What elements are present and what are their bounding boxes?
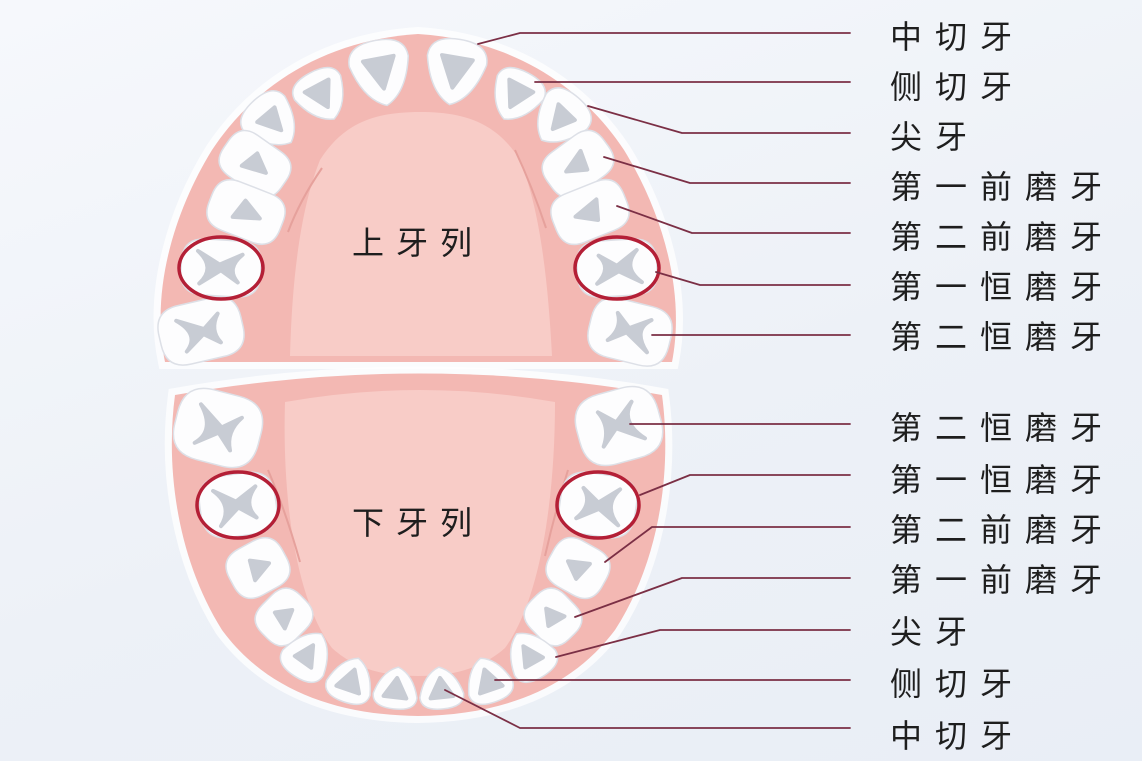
upper-second-premolar-left-tooth [206,178,286,246]
lower-label-lateral-incisor: 侧切牙 [890,665,1026,703]
leader-line-lower-first-molar [639,474,851,496]
upper-second-molar-right-tooth [587,297,673,367]
tooth-surface-detail [360,53,396,91]
lower-first-molar-right-tooth [558,471,638,539]
lower-second-premolar-left-tooth [225,536,291,600]
tooth-surface-detail [302,77,331,110]
lower-label-central-incisor: 中切牙 [890,717,1026,755]
gum-ridge-line [544,469,569,557]
lower-tongue-area [284,390,555,676]
lower-left-first-molar-ring [195,470,281,540]
lower-lateral-incisor-left-tooth [325,657,372,706]
tooth-surface-detail [595,399,647,449]
tooth-surface-detail [428,675,456,701]
tooth-surface-detail [564,148,590,174]
upper-canine-left-tooth [239,90,296,146]
lower-first-molar-left-tooth [198,471,278,539]
tooth-surface-detail [573,197,601,222]
tooth-surface-detail [334,667,362,696]
upper-left-first-molar-ring [177,235,265,301]
tooth-surface-detail [605,310,654,355]
leader-line-upper-first-molar [655,271,851,286]
lower-label-first-premolar: 第一前磨牙 [890,561,1116,599]
lower-central-incisor-left-tooth [372,666,418,710]
tooth-surface-detail [440,53,475,90]
lower-right-first-molar-ring [555,470,641,540]
leader-line-lower-canine [555,629,851,658]
lower-arch-label: 下牙列 [351,504,484,542]
upper-label-canine: 尖牙 [890,118,981,156]
lower-first-premolar-left-tooth [254,587,314,647]
lower-second-molar-left-tooth [172,387,264,469]
tooth-surface-detail [544,606,567,629]
lower-label-first-molar: 第一恒磨牙 [890,461,1116,499]
tooth-surface-detail [574,485,623,528]
gum-ridge-line [267,469,301,563]
upper-first-molar-right-tooth [576,238,658,298]
upper-label-central-incisor: 中切牙 [890,18,1026,56]
tooth-surface-detail [292,643,316,670]
tooth-surface-detail [550,102,577,132]
gum-ridge-line [287,167,323,233]
tooth-surface-detail [192,402,244,453]
tooth-surface-detail [239,151,268,175]
lower-central-incisor-right-tooth [419,666,465,710]
upper-central-incisor-left-tooth [348,38,410,107]
upper-central-incisor-right-tooth [426,37,488,106]
tooth-surface-detail [196,248,245,286]
upper-label-second-molar: 第二恒磨牙 [890,318,1116,356]
tooth-surface-detail [507,77,536,110]
tooth-surface-detail [566,559,592,581]
tooth-surface-detail [381,675,409,701]
lower-second-premolar-right-tooth [545,536,611,600]
tooth-surface-detail [477,667,505,696]
tooth-surface-detail [255,105,284,133]
tooth-surface-detail [521,644,545,670]
lower-label-second-molar: 第二恒磨牙 [890,409,1116,447]
tooth-surface-detail [174,311,223,354]
tooth-surface-detail [230,198,262,221]
upper-arch-label: 上牙列 [351,224,484,262]
upper-lateral-incisor-right-tooth [494,66,547,120]
leader-line-upper-canine [587,105,851,134]
lower-lateral-incisor-right-tooth [467,657,514,706]
upper-label-first-molar: 第一恒磨牙 [890,268,1116,306]
lower-label-second-premolar: 第二前磨牙 [890,511,1116,549]
teeth-layer [157,37,673,710]
leader-line-lower-first-premolar [574,577,851,618]
upper-right-first-molar-ring [573,235,661,301]
upper-label-lateral-incisor: 侧切牙 [890,68,1026,106]
lower-canine-left-tooth [279,632,329,684]
upper-label-first-premolar: 第一前磨牙 [890,168,1116,206]
upper-first-molar-left-tooth [180,238,262,298]
lower-first-premolar-right-tooth [523,587,583,647]
upper-second-premolar-right-tooth [550,178,630,246]
tooth-surface-detail [211,484,259,529]
upper-second-molar-left-tooth [157,296,245,366]
lower-canine-right-tooth [509,632,559,684]
upper-label-second-premolar: 第二前磨牙 [890,218,1116,256]
upper-canine-right-tooth [537,87,593,143]
leader-line-lower-central-incisor [444,689,851,729]
leader-line-upper-second-premolar [616,205,851,234]
upper-palate [290,112,552,356]
tooth-surface-detail [247,558,272,583]
tooth-surface-detail [595,247,644,286]
tooth-surface-detail [272,608,295,631]
gum-ridge-line [514,149,547,229]
lower-second-molar-right-tooth [574,385,664,467]
upper-first-premolar-right-tooth [541,129,615,199]
leader-line-upper-first-premolar [603,156,851,184]
leader-line-upper-central-incisor [477,32,851,45]
leader-line-lower-second-premolar [604,526,851,563]
lower-label-canine: 尖牙 [890,613,981,651]
